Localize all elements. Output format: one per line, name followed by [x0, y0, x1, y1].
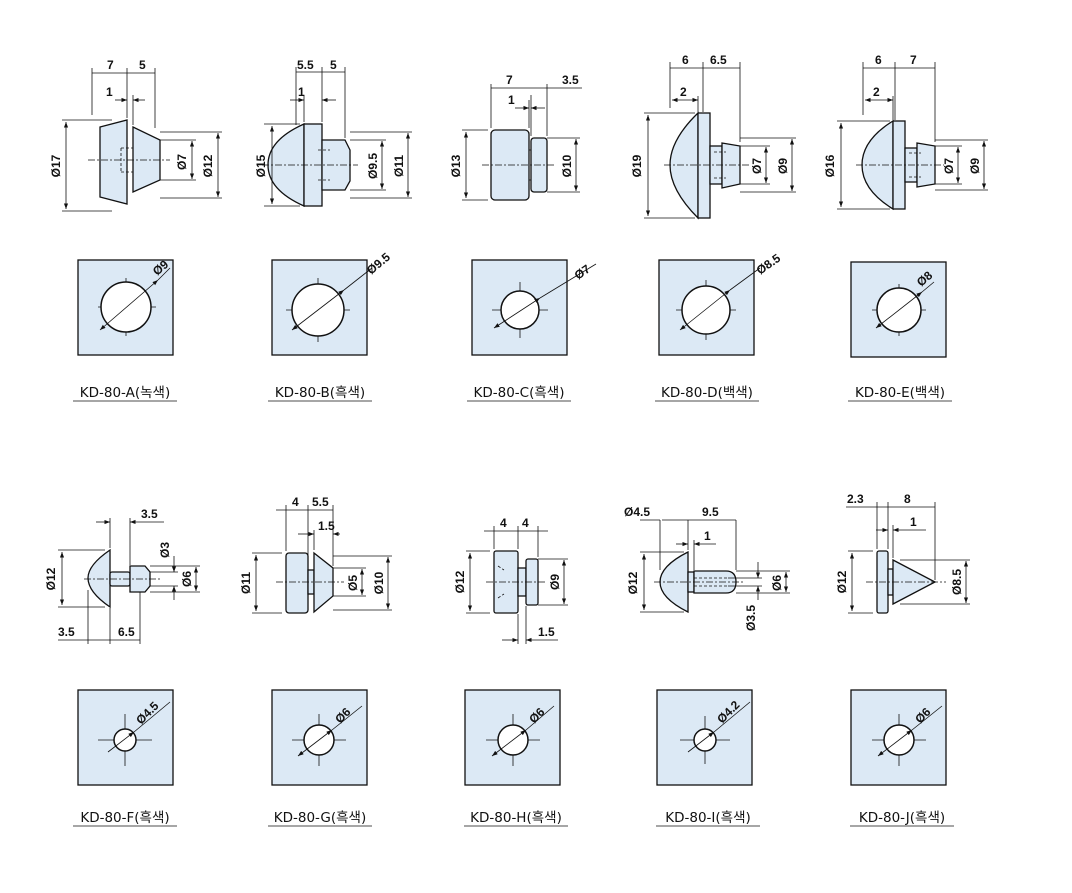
- part-i-dim-d1: Ø6: [770, 575, 784, 591]
- part-c-hole-dim: Ø7: [572, 262, 593, 283]
- part-j-dim-d1: Ø8.5: [950, 569, 964, 595]
- part-a-dim-d2: Ø12: [201, 154, 215, 177]
- part-c-dim-d1: Ø10: [560, 154, 574, 177]
- part-f-caption: KD-80-F(흑색): [80, 810, 169, 826]
- part-e-dim-w2: 7: [910, 53, 917, 67]
- part-e-caption: KD-80-E(백색): [855, 385, 945, 401]
- part-b-hole-dim: Ø9.5: [364, 250, 393, 278]
- part-c-mounting-plate: [471, 259, 597, 356]
- part-h-side-view: [466, 526, 568, 644]
- part-i-dim-w1: 9.5: [702, 505, 719, 519]
- part-b-dim-w3: 1: [298, 85, 305, 99]
- part-i-dim-b1: Ø3.5: [744, 605, 758, 631]
- part-a-dim-w3: 1: [106, 85, 113, 99]
- part-j-dim-outer: Ø12: [835, 570, 849, 593]
- part-a-dim-d1: Ø7: [175, 154, 189, 170]
- part-f-dim-w1: 3.5: [141, 507, 158, 521]
- part-d-dim-outer: Ø19: [630, 154, 644, 177]
- part-i-dim-t1: Ø4.5: [624, 505, 650, 519]
- part-a-dim-w1: 7: [107, 58, 114, 72]
- part-b-dim-w2: 5: [330, 58, 337, 72]
- part-i-caption: KD-80-I(흑색): [665, 810, 751, 826]
- part-h-dim-d1: Ø9: [548, 574, 562, 590]
- part-f-dim-b2: 6.5: [118, 625, 135, 639]
- part-a-caption: KD-80-A(녹색): [80, 385, 170, 401]
- part-e-dim-d2: Ø9: [968, 158, 982, 174]
- part-g-dim-d1: Ø5: [346, 575, 360, 591]
- part-e-dim-w3: 2: [873, 85, 880, 99]
- part-f-mounting-plate: [77, 689, 174, 786]
- part-g-mounting-plate: [271, 689, 368, 786]
- part-j-dim-w1: 2.3: [847, 492, 864, 506]
- part-e-mounting-plate: [850, 261, 947, 358]
- part-j-caption: KD-80-J(흑색): [859, 810, 945, 826]
- part-i-mounting-plate: [656, 689, 753, 786]
- part-a-dim-outer: Ø17: [49, 154, 63, 177]
- part-b-dim-d1: Ø9.5: [366, 153, 380, 179]
- part-b-dim-outer: Ø15: [254, 154, 268, 177]
- part-d-hole-dim: Ø8.5: [754, 251, 784, 278]
- part-h-dim-b1: 1.5: [538, 625, 555, 639]
- part-f-dim-outer: Ø12: [44, 567, 58, 590]
- part-b-side-view: [262, 67, 412, 208]
- part-a-side-view: [62, 68, 222, 212]
- part-c-caption: KD-80-C(흑색): [474, 385, 565, 401]
- part-j-dim-w2: 8: [904, 492, 911, 506]
- part-d-dim-w2: 6.5: [710, 53, 727, 67]
- part-d-caption: KD-80-D(백색): [661, 385, 753, 401]
- part-a-dim-w2: 5: [139, 58, 146, 72]
- part-d-dim-d1: Ø7: [750, 158, 764, 174]
- part-g-side-view: [252, 505, 392, 614]
- part-f-side-view: [58, 518, 200, 644]
- part-f-dim-b1: 3.5: [58, 625, 75, 639]
- part-g-dim-w3: 1.5: [318, 519, 335, 533]
- part-d-dim-d2: Ø9: [776, 158, 790, 174]
- part-d-side-view: [644, 62, 796, 220]
- part-j-side-view: [846, 502, 970, 614]
- part-d-dim-w1: 6: [682, 53, 689, 67]
- part-g-dim-w1: 4: [292, 495, 299, 509]
- part-j-mounting-plate: [850, 689, 947, 786]
- part-g-dim-d2: Ø10: [372, 571, 386, 594]
- part-g-caption: KD-80-G(흑색): [274, 810, 367, 826]
- part-h-dim-outer: Ø12: [453, 570, 467, 593]
- part-c-dim-w2: 3.5: [562, 73, 579, 87]
- part-f-dim-d2: Ø6: [180, 571, 194, 587]
- part-b-dim-w1: 5.5: [297, 58, 314, 72]
- part-i-dim-outer: Ø12: [626, 571, 640, 594]
- part-f-dim-d1: Ø3: [158, 542, 172, 558]
- part-b-mounting-plate: [271, 259, 373, 356]
- part-e-side-view: [837, 62, 988, 211]
- part-g-dim-outer: Ø11: [239, 572, 253, 594]
- part-c-dim-w3: 1: [508, 93, 515, 107]
- part-e-dim-outer: Ø16: [823, 154, 837, 177]
- part-c-dim-outer: Ø13: [449, 154, 463, 177]
- part-h-caption: KD-80-H(흑색): [470, 810, 562, 826]
- part-c-dim-w1: 7: [506, 73, 513, 87]
- part-a-mounting-plate: [77, 259, 174, 356]
- part-b-dim-d2: Ø11: [392, 155, 406, 177]
- part-d-mounting-plate: [658, 259, 761, 356]
- part-e-dim-w1: 6: [875, 53, 882, 67]
- part-d-dim-w3: 2: [680, 85, 687, 99]
- part-e-dim-d1: Ø7: [942, 158, 956, 174]
- part-g-dim-w2: 5.5: [312, 495, 329, 509]
- part-b-caption: KD-80-B(흑색): [275, 385, 365, 401]
- part-i-dim-w2: 1: [704, 529, 711, 543]
- part-h-mounting-plate: [464, 689, 561, 786]
- part-h-dim-w1: 4: [500, 516, 507, 530]
- part-i-side-view: [640, 519, 790, 614]
- part-h-dim-w2: 4: [522, 516, 529, 530]
- part-c-side-view: [462, 84, 582, 201]
- part-j-dim-w3: 1: [910, 515, 917, 529]
